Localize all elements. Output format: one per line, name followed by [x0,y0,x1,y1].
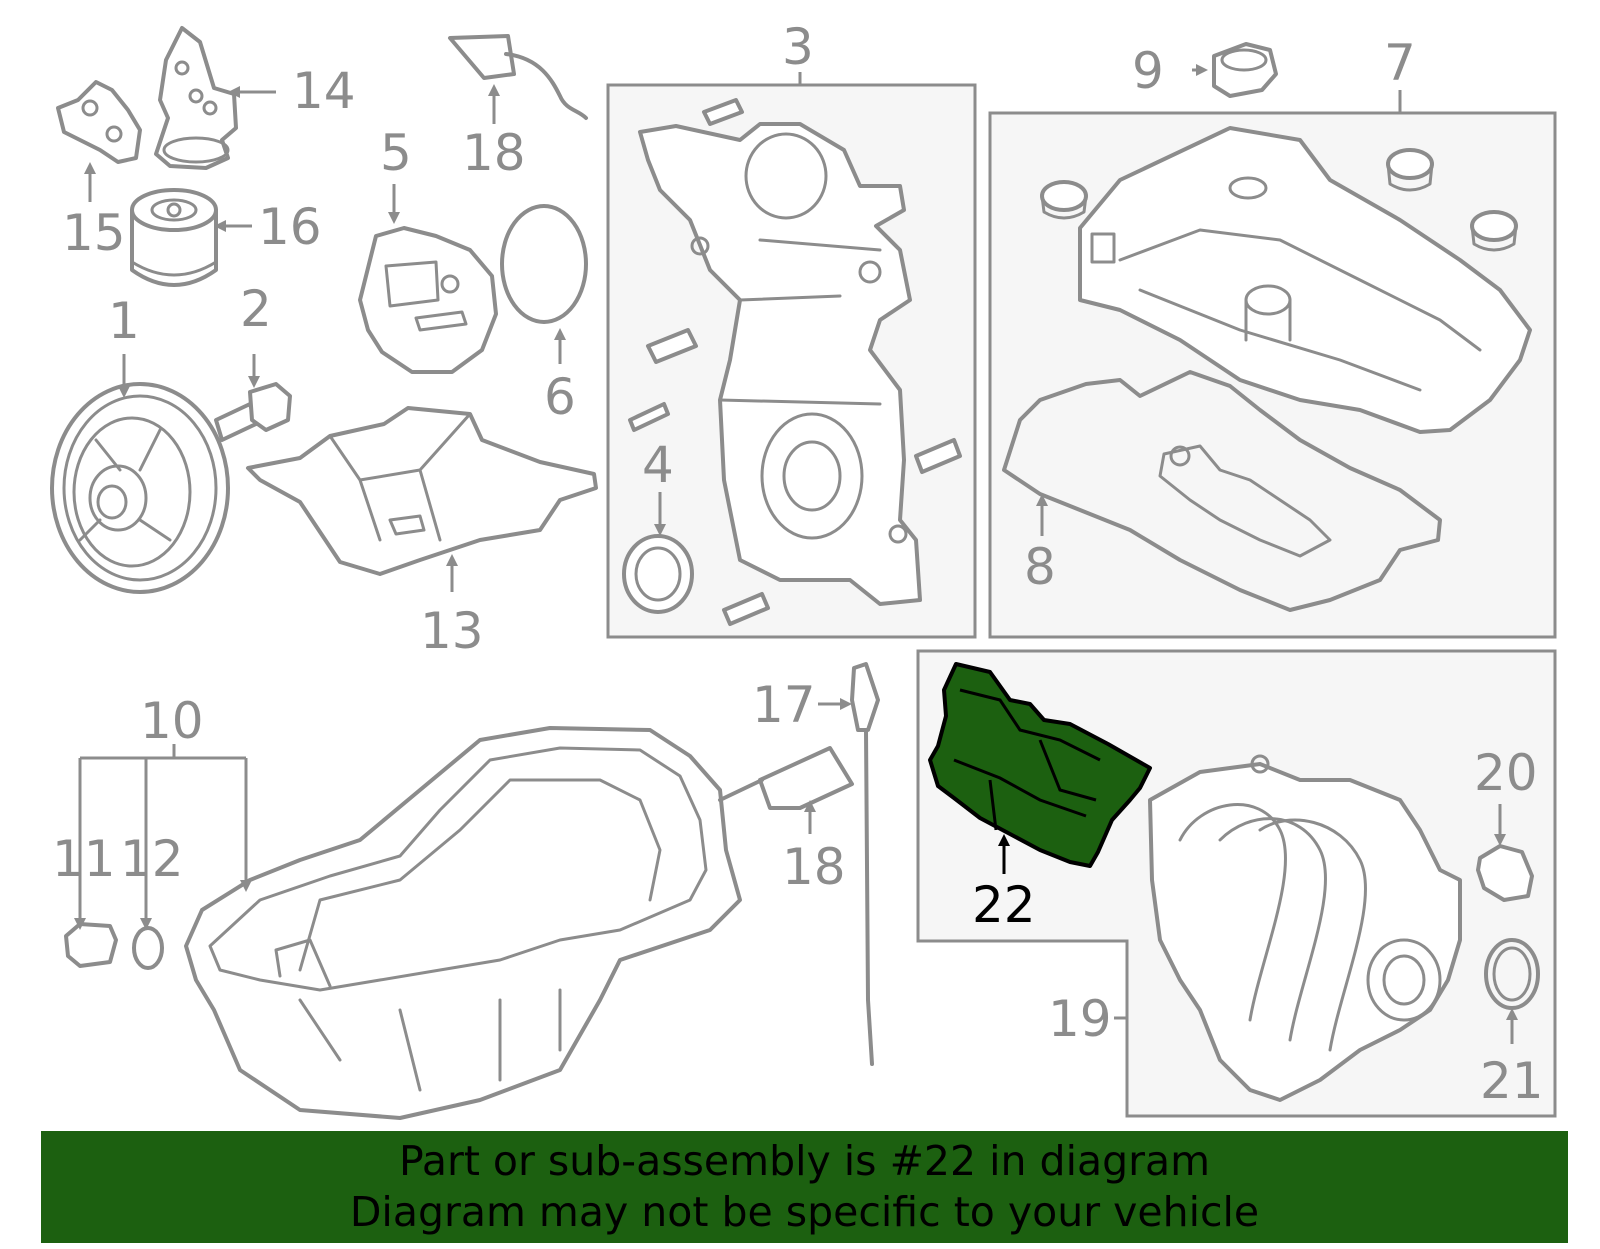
callout-11: 11 [52,830,116,888]
callout-8: 8 [1024,538,1056,596]
intake-manifold-part [1148,754,1462,1102]
info-banner: Part or sub-assembly is #22 in diagram D… [41,1131,1568,1243]
drain-plug-part [64,922,118,968]
banner-line-1: Part or sub-assembly is #22 in diagram [398,1137,1211,1185]
callout-1: 1 [108,292,140,350]
callout-7: 7 [1384,34,1416,92]
banner-line-2: Diagram may not be specific to your vehi… [349,1188,1260,1236]
dowel-pins-part [628,98,962,626]
callout-2: 2 [240,280,272,338]
callout-18-top: 18 [462,124,526,182]
oil-filler-cap-part [1212,42,1278,98]
valve-cover-gasket-part [1002,370,1442,612]
callout-12: 12 [120,830,184,888]
sensor-part [1476,844,1534,902]
pulley-bolt-part [214,382,292,442]
callout-21: 21 [1480,1052,1544,1110]
callout-5: 5 [380,124,412,182]
highlighted-part-22 [928,662,1152,868]
front-seal-part [622,534,694,614]
callout-14: 14 [292,62,356,120]
callout-19: 19 [1048,990,1112,1048]
oil-pan-part [184,726,742,1120]
callout-13: 13 [420,602,484,660]
timing-cover-part [638,122,922,606]
engine-bracket-part [246,406,598,576]
callout-15: 15 [62,204,126,262]
pump-assembly-part [358,226,498,374]
callout-16: 16 [258,198,322,256]
callout-3: 3 [782,18,814,76]
callout-6: 6 [544,368,576,426]
callout-22: 22 [972,876,1036,934]
oil-gauge-guide-part [718,746,854,810]
callout-18-lower: 18 [782,838,846,896]
callout-4: 4 [642,436,674,494]
oil-filler-tube-part-top [448,34,588,120]
drain-plug-washer-part [132,926,164,970]
o-ring-part [500,204,588,324]
crankshaft-pulley-part [50,382,230,594]
oil-filter-gasket-part [56,80,142,164]
callout-20: 20 [1474,744,1538,802]
leader-lines [74,64,1518,1044]
callout-17: 17 [752,676,816,734]
oil-filter-housing-part [154,26,238,170]
oil-filter-part [130,188,218,287]
callout-9: 9 [1132,42,1164,100]
dipstick-part [850,662,880,1066]
callout-10: 10 [140,692,204,750]
valve-cover-part [1078,126,1532,434]
part-22-shape [928,662,1152,868]
spark-plug-seals-part [1040,148,1518,252]
